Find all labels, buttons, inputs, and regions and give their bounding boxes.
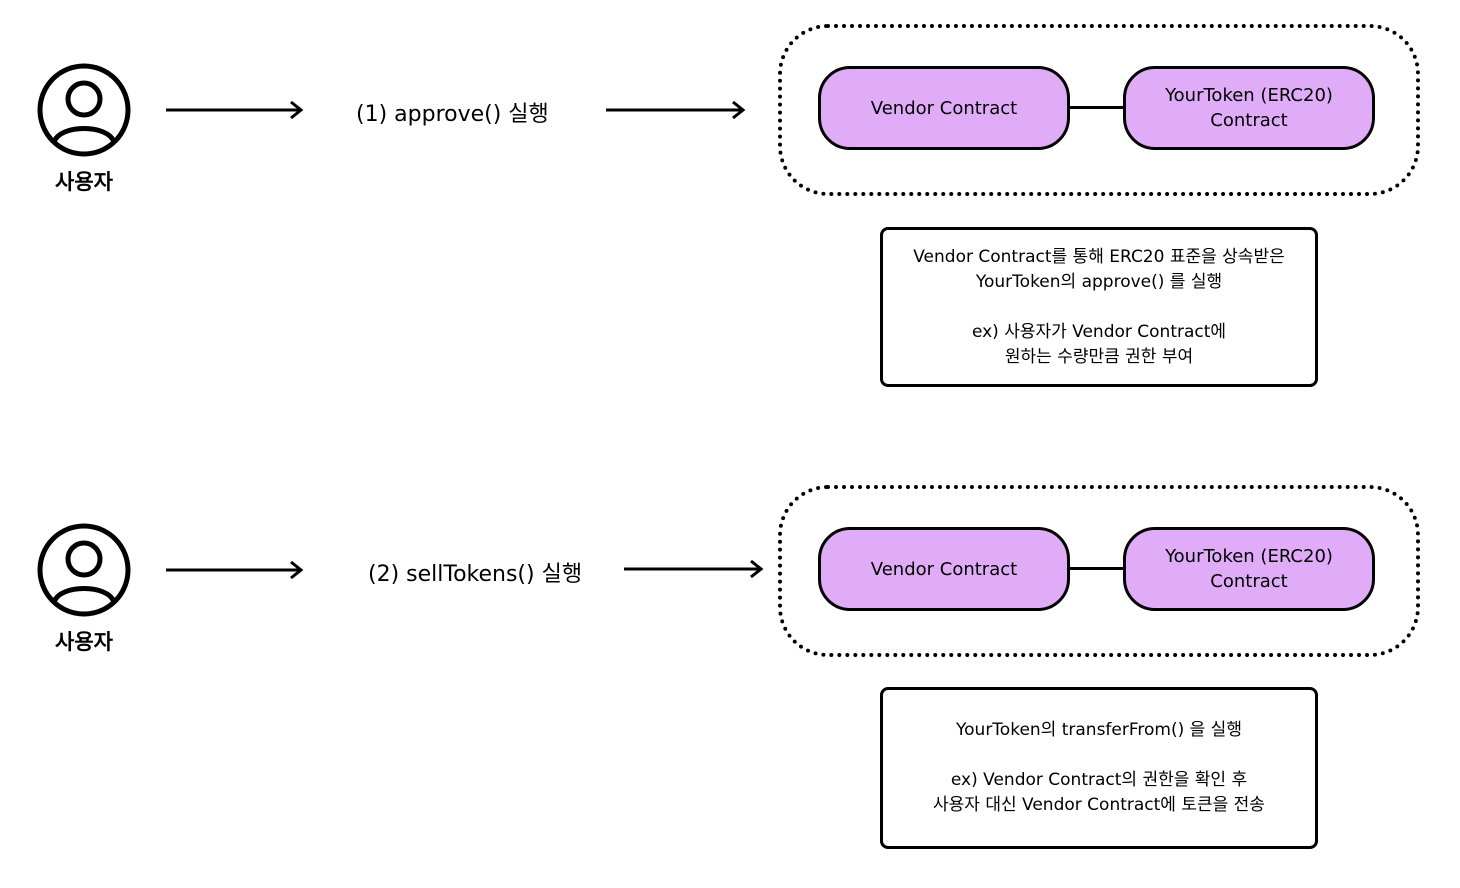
contract-connector	[1069, 106, 1125, 109]
yourtoken-contract-box: YourToken (ERC20) Contract	[1123, 66, 1375, 150]
vendor-contract-label: Vendor Contract	[870, 558, 1018, 580]
note-line: 사용자 대신 Vendor Contract에 토큰을 전송	[933, 795, 1265, 815]
note-line: YourToken의 transferFrom() 을 실행	[956, 720, 1242, 740]
arrow-user-to-step	[166, 560, 304, 580]
description-note: Vendor Contract를 통해 ERC20 표준을 상속받은 YourT…	[880, 227, 1318, 387]
note-line: ex) 사용자가 Vendor Contract에	[971, 321, 1227, 342]
vendor-contract-label: Vendor Contract	[870, 97, 1018, 119]
contract-group	[778, 485, 1420, 657]
note-line: YourToken의 approve() 를 실행	[975, 271, 1223, 292]
yourtoken-label-line2: Contract	[1210, 571, 1288, 592]
vendor-contract-box: Vendor Contract	[818, 66, 1070, 150]
contract-connector	[1069, 567, 1125, 570]
yourtoken-contract-box: YourToken (ERC20) Contract	[1123, 527, 1375, 611]
note-line: Vendor Contract를 통해 ERC20 표준을 상속받은	[913, 246, 1285, 267]
note-line: ex) Vendor Contract의 권한을 확인 후	[950, 770, 1248, 790]
step-label: (2) sellTokens() 실행	[368, 562, 583, 587]
user-label: 사용자	[55, 170, 113, 194]
arrow-step-to-contracts	[606, 100, 746, 120]
arrow-user-to-step	[166, 100, 304, 120]
user-icon	[37, 63, 131, 157]
vendor-contract-box: Vendor Contract	[818, 527, 1070, 611]
yourtoken-label-line2: Contract	[1210, 110, 1288, 131]
contract-group	[778, 24, 1420, 196]
yourtoken-label-line1: YourToken (ERC20)	[1165, 85, 1333, 106]
yourtoken-label-line1: YourToken (ERC20)	[1165, 546, 1333, 567]
arrow-step-to-contracts	[624, 559, 764, 579]
user-label: 사용자	[55, 630, 113, 654]
user-icon	[37, 523, 131, 617]
note-line: 원하는 수량만큼 권한 부여	[1004, 346, 1194, 367]
step-label: (1) approve() 실행	[356, 102, 549, 127]
description-note: YourToken의 transferFrom() 을 실행 ex) Vendo…	[880, 687, 1318, 849]
